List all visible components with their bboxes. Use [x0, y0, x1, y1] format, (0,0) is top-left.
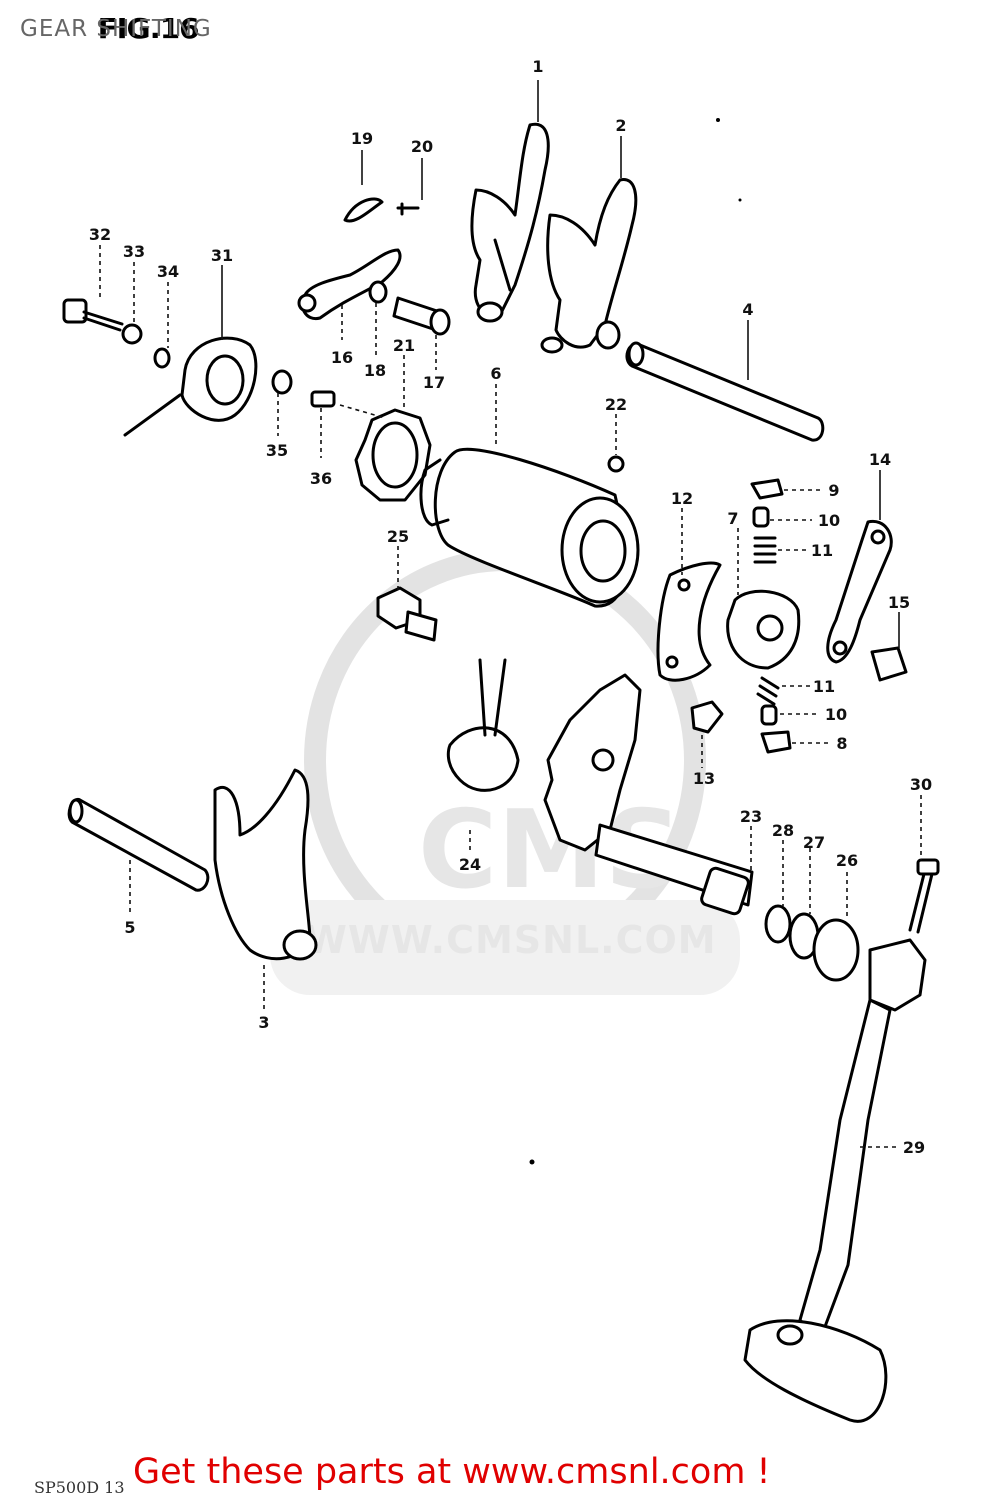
part-gearshift-lever-29: [743, 938, 927, 1423]
callout-32: 32: [89, 225, 111, 244]
callout-25: 25: [387, 527, 409, 546]
callout-29: 29: [903, 1138, 925, 1157]
callout-numbers: 1 2 3 4 5 6 7 8 9 10 10 11 11 12 13 14 1…: [89, 57, 932, 1157]
part-pin-35: [271, 369, 293, 395]
part-shift-fork-3: [213, 768, 318, 961]
callout-3: 3: [258, 1013, 269, 1032]
part-pin-22: [607, 455, 625, 473]
part-bolt-30: [908, 858, 940, 934]
part-pin-36: [310, 390, 336, 408]
part-pawl-holder-7: [726, 589, 801, 670]
part-seal-26: [812, 918, 860, 982]
part-shift-fork-2: [540, 178, 638, 354]
callout-10-lower: 10: [825, 705, 847, 724]
part-guide-plate-12: [656, 561, 722, 682]
callout-33: 33: [123, 242, 145, 261]
part-spring-19: [343, 197, 384, 223]
callout-11-upper: 11: [811, 541, 833, 560]
part-pawl-8: [760, 730, 792, 754]
callout-11-lower: 11: [813, 677, 835, 696]
callout-10-upper: 10: [818, 511, 840, 530]
callout-36: 36: [310, 469, 332, 488]
callout-1: 1: [532, 57, 543, 76]
scan-artifacts: [529, 118, 742, 1165]
part-washer-33: [121, 323, 143, 345]
part-spring-11-lower: [756, 676, 780, 706]
callout-34: 34: [157, 262, 179, 281]
part-bolt-17: [392, 296, 451, 336]
part-gear-21: [354, 408, 432, 502]
callout-7: 7: [727, 509, 738, 528]
callout-31: 31: [211, 246, 233, 265]
callout-23: 23: [740, 807, 762, 826]
callout-2: 2: [615, 116, 626, 135]
callout-9: 9: [828, 481, 839, 500]
part-spring-11-upper: [753, 536, 777, 564]
footer-code: SP500D 13: [34, 1478, 125, 1497]
callout-14: 14: [869, 450, 891, 469]
part-pin-10-upper: [752, 506, 770, 528]
callout-18: 18: [364, 361, 386, 380]
part-neutral-plug-25: [376, 586, 438, 642]
part-pin-10-lower: [760, 704, 778, 726]
part-clip-28: [764, 904, 792, 944]
callout-6: 6: [490, 364, 501, 383]
callout-28: 28: [772, 821, 794, 840]
part-fork-shaft-5: [67, 798, 210, 892]
part-bolt-32: [62, 298, 124, 332]
figure-label: FIG.16: [97, 12, 200, 45]
callout-8: 8: [836, 734, 847, 753]
part-cam-stopper-plate-31: [123, 336, 258, 437]
part-fork-shaft-4: [625, 341, 825, 442]
callout-17: 17: [423, 373, 445, 392]
callout-24: 24: [459, 855, 481, 874]
part-return-spring-24: [446, 658, 520, 792]
callout-19: 19: [351, 129, 373, 148]
callout-13: 13: [693, 769, 715, 788]
part-washer-34: [153, 347, 171, 369]
part-washer-18: [368, 280, 388, 304]
callout-27: 27: [803, 833, 825, 852]
page-title: GEAR SHIFTING: [20, 16, 212, 42]
callout-20: 20: [411, 137, 433, 156]
part-cam-drum-6: [419, 447, 640, 608]
watermark-url: WWW.CMSNL.COM: [305, 918, 717, 962]
callout-12: 12: [671, 489, 693, 508]
cta-link[interactable]: Get these parts at www.cmsnl.com !: [133, 1452, 771, 1492]
callout-35: 35: [266, 441, 288, 460]
callout-15: 15: [888, 593, 910, 612]
callout-4: 4: [742, 300, 753, 319]
callout-5: 5: [124, 918, 135, 937]
part-gearshift-shaft-assy-23: [543, 673, 754, 916]
leader-lines: [99, 80, 922, 1148]
part-screw-13: [690, 700, 724, 734]
part-shift-fork-1: [470, 122, 550, 323]
part-cam-stopper-16: [297, 248, 402, 321]
callout-26: 26: [836, 851, 858, 870]
callout-21: 21: [393, 336, 415, 355]
callout-30: 30: [910, 775, 932, 794]
part-plate-14: [826, 519, 893, 664]
callout-16: 16: [331, 348, 353, 367]
part-pawl-9: [750, 478, 784, 500]
part-bolt-20: [396, 202, 420, 216]
callout-22: 22: [605, 395, 627, 414]
part-screw-15: [870, 646, 908, 682]
